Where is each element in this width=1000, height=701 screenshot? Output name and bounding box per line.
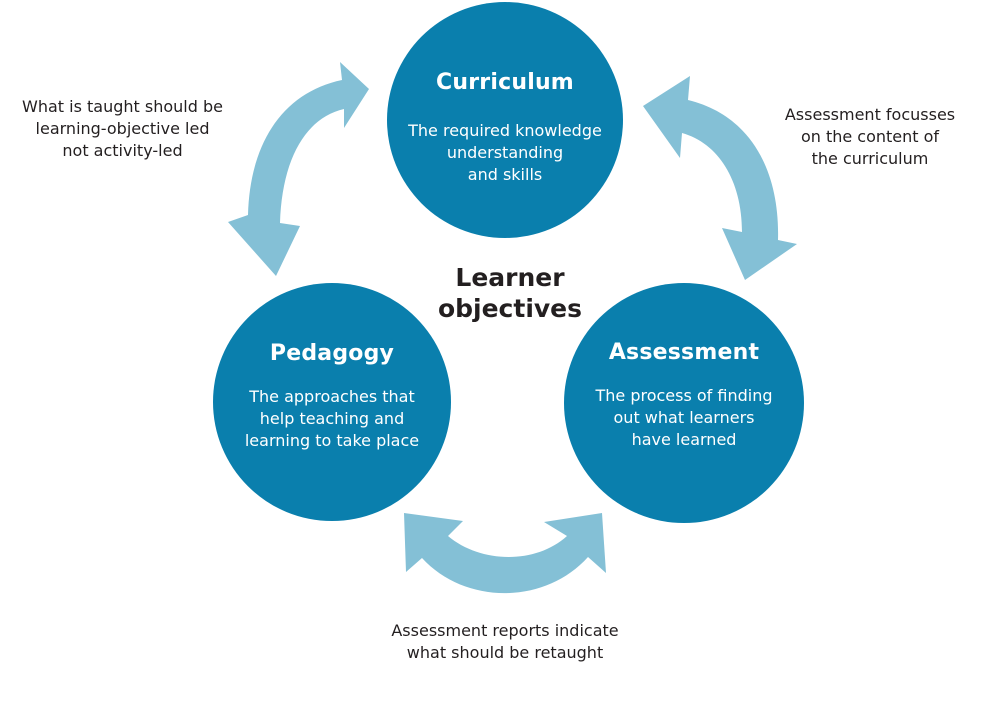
curriculum-assessment-label: Assessment focusses on the content of th… <box>784 105 956 168</box>
assessment-title: Assessment <box>608 340 760 365</box>
curriculum-title: Curriculum <box>436 70 574 95</box>
assessment-description: The process of finding out what learners… <box>595 386 773 449</box>
pedagogy-assessment-label: Assessment reports indicate what should … <box>391 621 619 662</box>
assessment-node: Assessment The process of finding out wh… <box>564 283 804 523</box>
pedagogy-node: Pedagogy The approaches that help teachi… <box>213 283 451 521</box>
pedagogy-title: Pedagogy <box>269 341 395 366</box>
pedagogy-description: The approaches that help teaching and le… <box>244 387 420 450</box>
center-label: Learner objectives <box>437 263 583 323</box>
curriculum-description: The required knowledge understanding and… <box>408 121 602 184</box>
curriculum-pedagogy-label: What is taught should be learning-object… <box>22 97 223 160</box>
curriculum-node: Curriculum The required knowledge unders… <box>387 2 623 238</box>
